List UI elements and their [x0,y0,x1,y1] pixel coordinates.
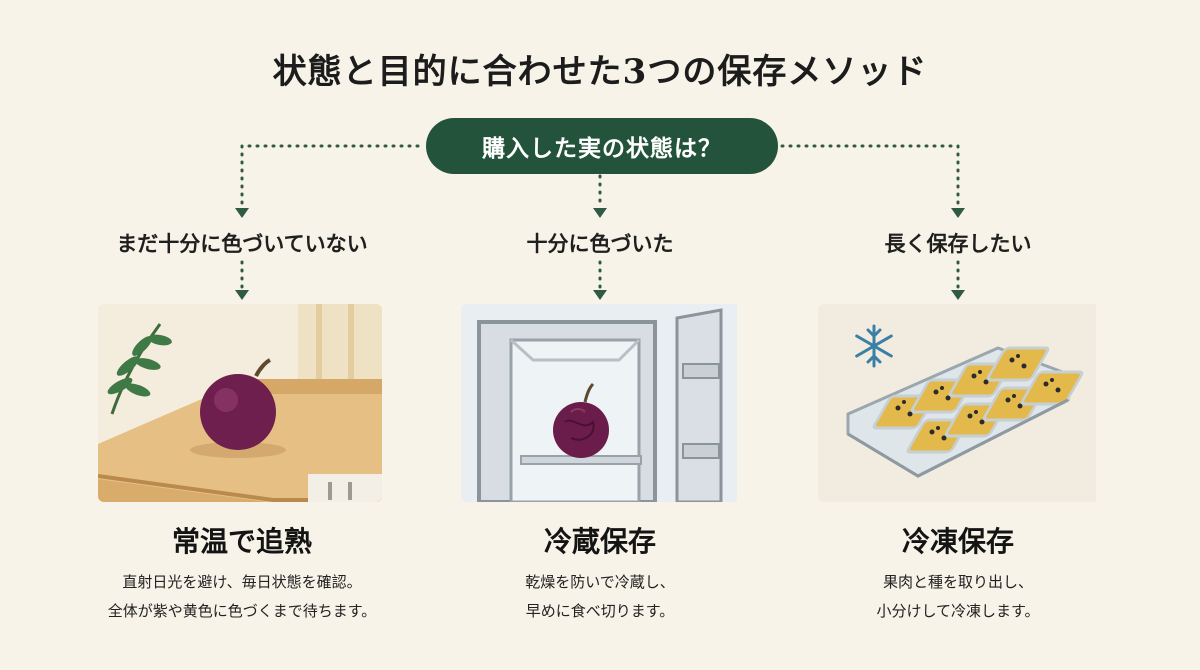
connector-right [780,144,960,210]
method-freeze: 冷凍保存 [901,525,1014,558]
arrowhead-left [235,208,249,218]
arrowhead-center-lower [593,290,607,300]
leaf-icon [107,323,172,415]
desc-freeze: 果肉と種を取り出し、 小分けして冷凍します。 [768,568,1148,626]
arrowhead-right [951,208,965,218]
snowflake-icon [855,324,893,368]
desc-line: 小分けして冷凍します。 [876,602,1040,620]
desc-room-temp: 直射日光を避け、毎日状態を確認。 全体が紫や黄色に色づくまで待ちます。 [52,568,432,626]
desc-line: 乾燥を防いで冷蔵し、 [525,573,675,591]
condition-ripe: 十分に色づいた [526,232,674,256]
desc-line: 全体が紫や黄色に色づくまで待ちます。 [107,602,377,620]
question-pill: 購入した実の状態は？ [426,118,778,174]
condition-unripe: まだ十分に色づいていない [116,232,368,256]
question-label: 購入した実の状態は？ [482,136,722,162]
page-title: 状態と目的に合わせた3つの保存メソッド [272,52,928,92]
condition-long-term: 長く保存したい [884,232,1032,256]
illustration-ice-tray [818,304,1102,502]
method-refrigerate: 冷蔵保存 [543,525,656,558]
arrowhead-left-lower [235,290,249,300]
desc-line: 直射日光を避け、毎日状態を確認。 [122,573,362,591]
illustration-counter [98,304,382,502]
desc-line: 果肉と種を取り出し、 [882,573,1033,591]
desc-refrigerate: 乾燥を防いで冷蔵し、 早めに食べ切ります。 [410,568,790,626]
desc-line: 早めに食べ切ります。 [525,602,675,620]
arrowhead-right-lower [951,290,965,300]
illustration-fridge [461,304,745,502]
method-room-temp: 常温で追熟 [171,525,312,558]
connector-left [240,144,420,210]
arrowhead-center [593,208,607,218]
